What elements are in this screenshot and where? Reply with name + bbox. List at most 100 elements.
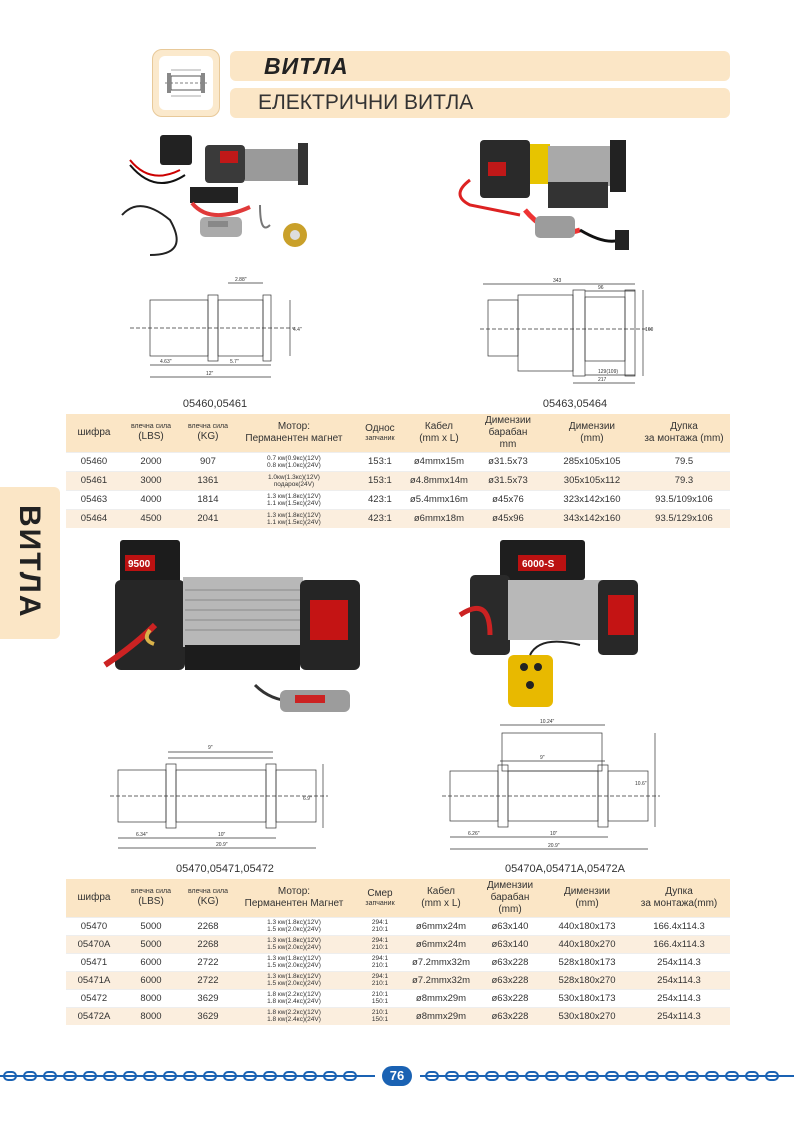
cell-code: 05464 <box>66 508 122 528</box>
cell-mount: 93.5/109x106 <box>637 489 730 509</box>
svg-text:4.63": 4.63" <box>160 359 172 365</box>
cell-kg: 2722 <box>180 952 236 971</box>
cell-cable: ø8mmx29m <box>408 1006 474 1025</box>
cell-lbs: 8000 <box>122 1006 180 1025</box>
header-lbs: влечна сила(LBS) <box>122 879 180 917</box>
cell-motor: 1.8 кw(2.2кс)(12V)1.8 кw(2.4кс)(24V) <box>236 1006 352 1025</box>
cell-lbs: 5000 <box>122 934 180 953</box>
table-row: 05464 4500 2041 1.3 кw(1.8кс)(12V)1.1 кw… <box>66 508 730 528</box>
cell-kg: 1361 <box>179 470 236 490</box>
svg-text:10": 10" <box>550 831 558 837</box>
table-row: 05470 5000 2268 1.3 кw(1.8кс)(12V)1.5 кw… <box>66 916 730 935</box>
winch-drawing-05470: 9" 6.34" 10" 20.9" 6.9" <box>108 740 333 858</box>
svg-text:10": 10" <box>218 832 226 838</box>
cell-code: 05463 <box>66 489 122 509</box>
table-row: 05472A 8000 3629 1.8 кw(2.2кс)(12V)1.8 к… <box>66 1006 730 1025</box>
cell-ratio: 423:1 <box>351 489 408 509</box>
winch-diagram-icon <box>159 56 213 110</box>
cell-cable: ø7.2mmx32m <box>408 952 474 971</box>
cell-drum: ø63x228 <box>474 1006 546 1025</box>
winch-drawing-05460: 2.88" 4.63" 5.7" 12" 4.4" <box>120 275 315 385</box>
page-title: ВИТЛА <box>230 51 730 81</box>
cell-drum: ø63x228 <box>474 970 546 989</box>
table-header-row: шифра влечна сила(LBS) влечна сила(KG) М… <box>66 879 730 917</box>
cell-code: 05471 <box>66 952 122 971</box>
cell-lbs: 3000 <box>121 470 180 490</box>
winch-photo-9500: 9500 <box>95 535 365 730</box>
page-subtitle: ЕЛЕКТРИЧНИ ВИТЛА <box>230 88 730 118</box>
svg-text:20.9": 20.9" <box>548 843 560 849</box>
cell-lbs: 6000 <box>122 970 180 989</box>
header-motor: Мотор:Перманентен магнет <box>235 414 352 452</box>
cell-motor: 1.3 кw(1.8кс)(12V)1.5 кw(2.0кс)(24V) <box>236 916 352 935</box>
header-code: шифра <box>66 879 122 917</box>
cell-drum: ø45x76 <box>469 489 546 509</box>
svg-text:6.34": 6.34" <box>136 832 148 838</box>
svg-text:129(109): 129(109) <box>598 369 618 375</box>
cell-mount: 93.5/129x106 <box>637 508 730 528</box>
svg-text:6.9": 6.9" <box>303 796 312 802</box>
cell-cable: ø7.2mmx32m <box>408 970 474 989</box>
table-row: 05463 4000 1814 1.3 кw(1.8кс)(12V)1.1 кw… <box>66 489 730 509</box>
svg-text:96: 96 <box>598 285 604 291</box>
caption-05460-05461: 05460,05461 <box>182 398 248 410</box>
table-row: 05471 6000 2722 1.3 кw(1.8кс)(12V)1.5 кw… <box>66 952 730 971</box>
cell-mount: 79.5 <box>637 451 730 471</box>
cell-code: 05461 <box>66 470 122 490</box>
cell-cable: ø6mmx24m <box>408 916 474 935</box>
cell-cable: ø6mmx18m <box>407 508 470 528</box>
cell-motor: 1.3 кw(1.8кс)(12V)1.1 кw(1.5кс)(24V) <box>235 489 352 509</box>
spec-table-small-winches: шифра влечна сила(LBS) влечна сила(KG) М… <box>66 414 730 528</box>
header-cable: Кабел(mm x L) <box>408 879 474 917</box>
cell-dimensions: 305x105x112 <box>545 470 638 490</box>
cell-drum: ø31.5x73 <box>469 470 546 490</box>
table-row: 05470A 5000 2268 1.3 кw(1.8кс)(12V)1.5 к… <box>66 934 730 953</box>
cell-ratio: 423:1 <box>351 508 408 528</box>
svg-text:2.88": 2.88" <box>235 277 247 283</box>
cell-motor: 1.0кw(1.3кс)(12V)подарок(24V) <box>235 470 352 490</box>
cell-drum: ø63x140 <box>474 934 546 953</box>
cell-mount: 166.4x114.3 <box>628 916 730 935</box>
chain-decoration-right <box>420 1071 794 1081</box>
header-dimensions: Димензии(mm) <box>545 414 638 452</box>
cell-code: 05470 <box>66 916 122 935</box>
cell-kg: 2268 <box>180 934 236 953</box>
header-kg: влечна сила(KG) <box>180 879 236 917</box>
side-category-tab[interactable]: ВИТЛА <box>0 487 60 639</box>
cell-kg: 907 <box>179 451 236 471</box>
table-row: 05471A 6000 2722 1.3 кw(1.8кс)(12V)1.5 к… <box>66 970 730 989</box>
winch-drawing-05463: 343 96 129(109) 217 160 <box>468 275 668 387</box>
winch-drawing-05470a: 10.24" 9" 6.26" 10" 20.9" 10.6" <box>440 715 665 860</box>
caption-05470-05471-05472: 05470,05471,05472 <box>176 863 274 875</box>
cell-lbs: 8000 <box>122 988 180 1007</box>
cell-kg: 3629 <box>180 988 236 1007</box>
winch-photo-compact <box>430 130 660 270</box>
svg-text:10.6": 10.6" <box>635 781 647 787</box>
cell-cable: ø5.4mmx16m <box>407 489 470 509</box>
svg-text:12": 12" <box>206 371 214 377</box>
cell-dimensions: 528x180x270 <box>546 970 628 989</box>
cell-drum: ø63x140 <box>474 916 546 935</box>
table-row: 05460 2000 907 0.7 кw(0.9кс)(12V)0.8 кw(… <box>66 451 730 471</box>
winch-photo-small <box>110 125 330 275</box>
cell-drum: ø63x228 <box>474 952 546 971</box>
cell-dimensions: 285x105x105 <box>545 451 638 471</box>
cell-mount: 254x114.3 <box>628 1006 730 1025</box>
cell-code: 05470A <box>66 934 122 953</box>
cell-mount: 79.3 <box>637 470 730 490</box>
spec-table-large-winches: шифра влечна сила(LBS) влечна сила(KG) М… <box>66 879 730 1025</box>
cell-ratio: 153:1 <box>351 470 408 490</box>
cell-lbs: 4000 <box>121 489 180 509</box>
cell-kg: 3629 <box>180 1006 236 1025</box>
header-dimensions: Димензии(mm) <box>546 879 628 917</box>
